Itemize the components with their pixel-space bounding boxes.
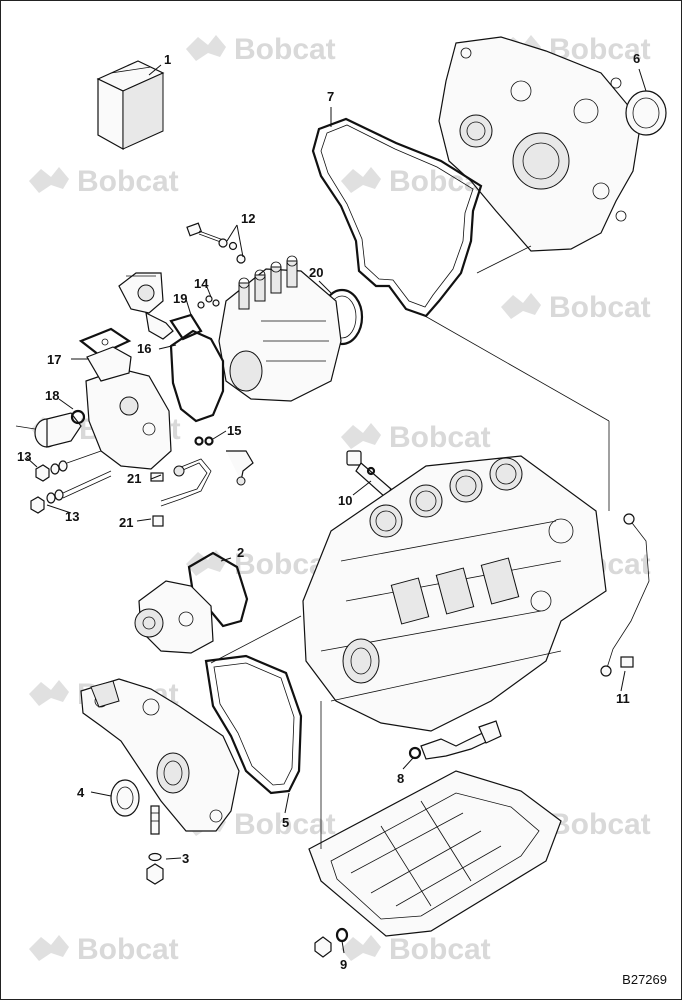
callout-2: 2 xyxy=(237,545,244,560)
part-1-gasket-kit-box xyxy=(96,60,165,151)
part-9-drain-plug xyxy=(314,927,349,958)
watermark-text: Bobcat xyxy=(77,933,179,966)
part-7-gear-case-gasket xyxy=(311,117,483,318)
callout-13-lower: 13 xyxy=(65,509,79,524)
callout-19: 19 xyxy=(173,291,187,306)
callout-1: 1 xyxy=(164,52,171,67)
governor-housing xyxy=(85,346,172,470)
callout-17: 17 xyxy=(47,352,61,367)
watermark-text: Bobcat xyxy=(234,33,336,66)
callout-8: 8 xyxy=(397,771,404,786)
callout-5: 5 xyxy=(282,815,289,830)
part-4-oil-seal xyxy=(110,779,140,817)
watermark-text: Bobcat xyxy=(549,291,651,324)
callout-21-lower: 21 xyxy=(119,515,133,530)
watermark-text: Bobcat xyxy=(549,808,651,841)
watermark-text: Bobcat xyxy=(234,808,336,841)
callout-10: 10 xyxy=(338,493,352,508)
engine-block xyxy=(302,455,607,732)
part-18-solenoid xyxy=(15,409,86,448)
watermark-text: Bobcat xyxy=(389,421,491,454)
callout-7: 7 xyxy=(327,89,334,104)
part-11-oil-pipe xyxy=(600,513,650,677)
part-16-pump-gasket xyxy=(169,329,225,423)
callout-labels: 1 2 3 4 5 6 7 8 9 10 11 12 13 13 14 15 1… xyxy=(17,51,640,972)
part-12-bolts xyxy=(186,222,246,264)
part-6-gear-case xyxy=(438,36,642,252)
part-13-nuts-washers xyxy=(30,450,112,514)
callout-6: 6 xyxy=(633,51,640,66)
leader-lines xyxy=(25,64,647,954)
watermark-logo: Bobcat xyxy=(29,165,179,198)
callout-18: 18 xyxy=(45,388,59,403)
part-3-relief-valve xyxy=(146,805,164,885)
part-14-bolts xyxy=(197,295,220,309)
callout-4: 4 xyxy=(77,785,85,800)
watermark-logo: Bobcat xyxy=(341,421,491,454)
fuel-feed-pump xyxy=(118,272,174,340)
figure-reference-code: B27269 xyxy=(622,972,667,987)
watermark-text: Bobcat xyxy=(389,933,491,966)
callout-9: 9 xyxy=(340,957,347,972)
callout-3: 3 xyxy=(182,851,189,866)
part-5-gasket xyxy=(204,654,303,795)
part-17-cover-gasket xyxy=(78,327,132,357)
watermark-logo: Bobcat xyxy=(186,33,336,66)
injection-pump xyxy=(218,255,342,402)
callout-15: 15 xyxy=(227,423,241,438)
watermark-logo: Bobcat xyxy=(341,933,491,966)
watermark-logo: Bobcat xyxy=(501,291,651,324)
callout-12: 12 xyxy=(241,211,255,226)
assembly-lines xyxy=(210,245,610,849)
watermark-text: Bobcat xyxy=(77,165,179,198)
part-21-fuel-lines xyxy=(150,458,212,527)
callout-14: 14 xyxy=(194,276,209,291)
callout-21-upper: 21 xyxy=(127,471,141,486)
part-15-fuel-pipe xyxy=(194,436,254,486)
part-19-gasket xyxy=(169,313,203,341)
callout-20: 20 xyxy=(309,265,323,280)
watermark-logo: Bobcat xyxy=(29,933,179,966)
oil-pump-cover xyxy=(80,678,240,832)
part-8-strainer-pipe xyxy=(408,720,502,760)
water-pump xyxy=(134,580,214,654)
oil-pan xyxy=(308,770,562,937)
callout-11: 11 xyxy=(616,691,630,706)
callout-16: 16 xyxy=(137,341,151,356)
callout-13-upper: 13 xyxy=(17,449,31,464)
part-6-oil-seal xyxy=(625,90,667,136)
